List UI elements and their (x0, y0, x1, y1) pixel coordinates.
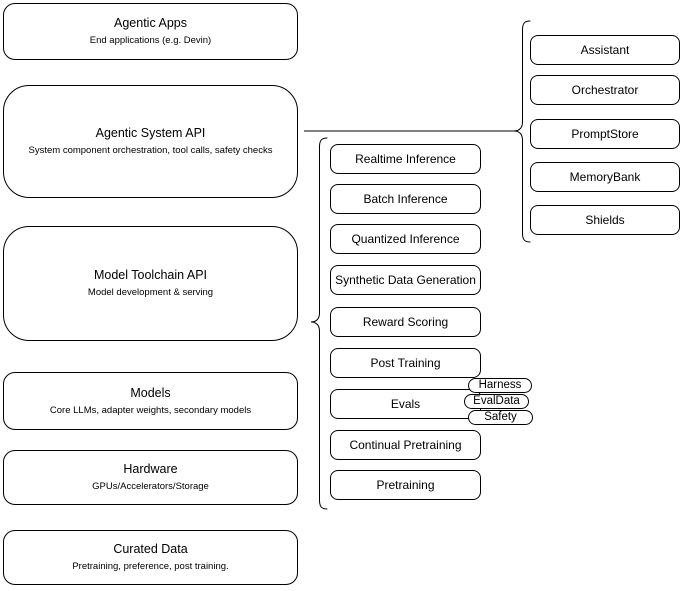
node-pretraining: Pretraining (330, 470, 481, 500)
node-realtime-inference: Realtime Inference (330, 144, 481, 174)
node-agentic-system-api: Agentic System API System component orch… (3, 85, 298, 198)
node-evals: Evals (330, 389, 481, 419)
node-shields: Shields (530, 205, 680, 235)
brace-system-components (513, 20, 531, 243)
node-label: Post Training (370, 356, 441, 370)
node-reward-scoring: Reward Scoring (330, 307, 481, 337)
node-orchestrator: Orchestrator (530, 75, 680, 105)
node-assistant: Assistant (530, 35, 680, 65)
node-label: Assistant (580, 43, 630, 57)
node-label: Pretraining (376, 478, 435, 492)
node-subtitle: System component orchestration, tool cal… (28, 145, 273, 157)
node-label: Evals (390, 397, 421, 411)
node-label: Synthetic Data Generation (335, 273, 476, 287)
node-title: Hardware (123, 462, 178, 477)
tag-label: Safety (484, 410, 517, 423)
node-title: Models (130, 385, 171, 400)
node-synthetic-data-generation: Synthetic Data Generation (330, 265, 481, 295)
node-memorybank: MemoryBank (530, 162, 680, 192)
node-label: Orchestrator (571, 83, 639, 97)
node-curated-data: Curated Data Pretraining, preference, po… (3, 530, 298, 585)
node-label: Batch Inference (363, 192, 448, 206)
brace-toolchain-services (310, 137, 328, 510)
node-models: Models Core LLMs, adapter weights, secon… (3, 372, 298, 430)
node-batch-inference: Batch Inference (330, 184, 481, 214)
node-title: Model Toolchain API (93, 268, 208, 283)
node-model-toolchain-api: Model Toolchain API Model development & … (3, 226, 298, 341)
node-hardware: Hardware GPUs/Accelerators/Storage (3, 450, 298, 505)
node-label: Reward Scoring (362, 315, 449, 329)
node-post-training: Post Training (330, 348, 481, 378)
node-title: Agentic System API (95, 126, 206, 141)
tag-safety: Safety (468, 410, 533, 425)
node-label: Quantized Inference (351, 232, 460, 246)
node-agentic-apps: Agentic Apps End applications (e.g. Devi… (3, 3, 298, 60)
node-subtitle: Core LLMs, adapter weights, secondary mo… (49, 404, 252, 416)
node-quantized-inference: Quantized Inference (330, 224, 481, 254)
node-subtitle: Pretraining, preference, post training. (72, 561, 229, 573)
node-subtitle: GPUs/Accelerators/Storage (92, 481, 209, 493)
tag-evaldata: EvalData (464, 394, 529, 409)
node-label: MemoryBank (569, 170, 641, 184)
node-title: Curated Data (113, 542, 188, 557)
node-label: Continual Pretraining (349, 438, 462, 452)
node-title: Agentic Apps (114, 16, 187, 31)
node-label: Shields (585, 213, 625, 227)
node-label: Realtime Inference (355, 152, 456, 166)
tag-label: EvalData (473, 394, 520, 407)
node-label: PromptStore (571, 127, 639, 141)
node-subtitle: End applications (e.g. Devin) (89, 35, 212, 47)
tag-label: Harness (478, 378, 522, 391)
node-subtitle: Model development & serving (87, 287, 214, 299)
node-continual-pretraining: Continual Pretraining (330, 430, 481, 460)
tag-harness: Harness (468, 378, 532, 393)
node-promptstore: PromptStore (530, 119, 680, 149)
